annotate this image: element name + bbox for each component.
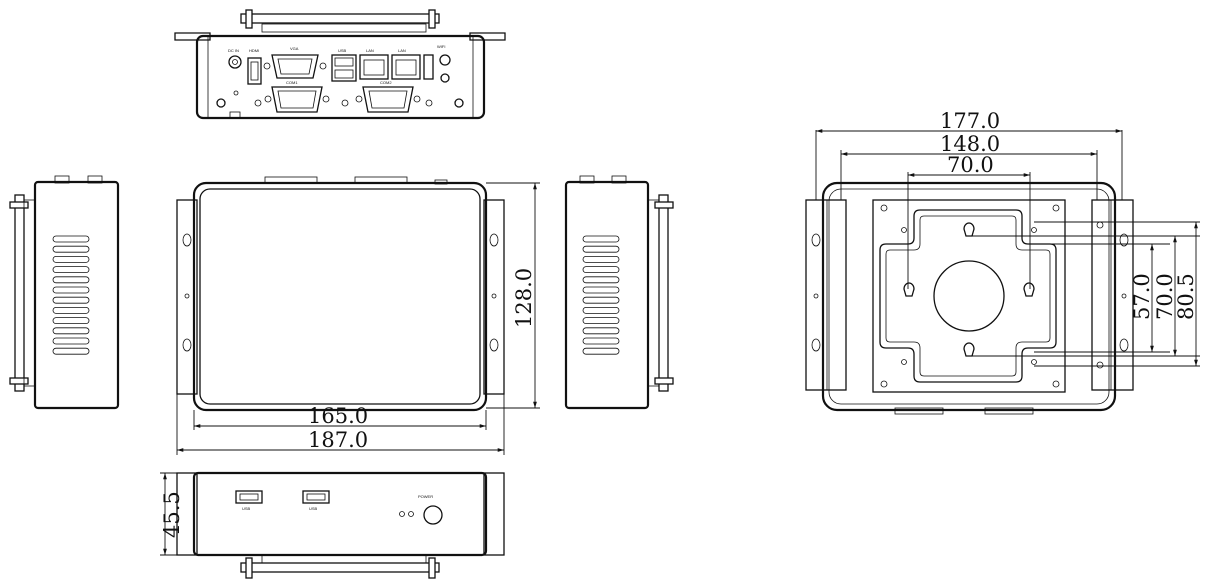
svg-text:LAN: LAN	[398, 48, 406, 53]
right-side-view	[564, 175, 674, 410]
rear-mount-width-dim: 148.0	[940, 132, 1000, 156]
svg-text:USB: USB	[242, 506, 251, 511]
svg-text:WIFI: WIFI	[437, 44, 445, 49]
svg-text:DC IN: DC IN	[228, 48, 239, 53]
bottom-view: USB USB POWER 45.5	[160, 471, 505, 579]
front-height-dim: 128.0	[512, 268, 536, 328]
rear-vesa-inner-dim: 57.0	[1130, 273, 1154, 320]
rear-vesa-width-dim: 70.0	[947, 153, 994, 177]
svg-text:COM1: COM1	[286, 80, 298, 85]
svg-text:USB: USB	[309, 506, 318, 511]
svg-text:POWER: POWER	[418, 494, 433, 499]
bottom-height-dim: 45.5	[160, 491, 184, 538]
rear-total-height-dim: 80.5	[1174, 273, 1198, 320]
rear-total-width-dim: 177.0	[940, 109, 1000, 133]
rear-vesa-view: 177.0 148.0 70.0 57.0 70.0 80.5	[805, 109, 1200, 415]
svg-text:COM2: COM2	[380, 80, 392, 85]
svg-text:HDMI: HDMI	[249, 48, 259, 53]
top-io-view: DC IN HDMI VGA USB LAN LAN WIFI	[174, 9, 506, 120]
svg-text:LAN: LAN	[366, 48, 374, 53]
left-vent-slots	[52, 235, 90, 355]
svg-text:USB: USB	[338, 48, 347, 53]
rear-vesa-height-dim: 70.0	[1153, 273, 1177, 320]
left-side-view	[9, 175, 120, 410]
front-outer-width-dim: 187.0	[308, 428, 368, 452]
front-inner-width-dim: 165.0	[308, 404, 368, 428]
right-vent-slots	[582, 235, 620, 355]
front-view: 128.0 165.0 187.0	[176, 176, 540, 455]
svg-text:VGA: VGA	[290, 46, 299, 51]
